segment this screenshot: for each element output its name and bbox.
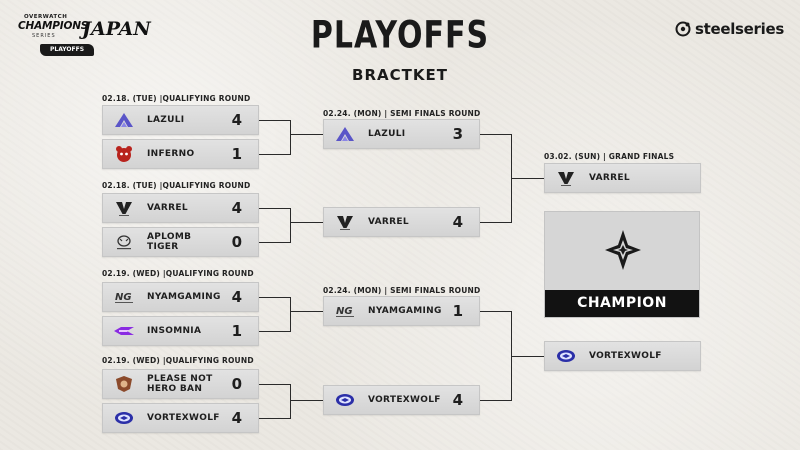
champion-star-icon	[605, 230, 641, 270]
qualifying-label-3: 02.19. (WED) |QUALIFYING ROUND	[102, 269, 254, 278]
team-card[interactable]: VARREL	[544, 163, 701, 193]
logo-playoffs-badge: PLAYOFFS	[40, 44, 94, 56]
team-score: 0	[231, 233, 242, 251]
team-card[interactable]: VORTEXWOLF 4	[323, 385, 480, 415]
team-score: 1	[231, 145, 242, 163]
sponsor-name: steelseries	[694, 20, 784, 38]
team-card[interactable]: INSOMNIA 1	[102, 316, 259, 346]
qualifying-label-1: 02.18. (TUE) |QUALIFYING ROUND	[102, 94, 251, 103]
varrel-logo-icon	[332, 212, 358, 232]
bracket-line	[480, 222, 512, 223]
bracket-line	[259, 120, 291, 121]
bracket-line	[290, 297, 291, 332]
bracket-line	[259, 208, 291, 209]
team-name: VORTEXWOLF	[368, 395, 441, 405]
team-name: VARREL	[589, 173, 630, 183]
bracket-line	[480, 311, 512, 312]
bracket-line	[290, 134, 323, 135]
team-name: VORTEXWOLF	[589, 351, 662, 361]
team-name: NYAMGAMING	[147, 292, 221, 302]
champion-panel: CHAMPION	[544, 211, 700, 318]
bracket-line	[290, 208, 291, 243]
bracket-line	[290, 222, 323, 223]
team-card[interactable]: NG NYAMGAMING 1	[323, 296, 480, 326]
lazuli-logo-icon	[332, 124, 358, 144]
team-name: LAZULI	[147, 115, 185, 125]
bracket-line	[290, 384, 291, 419]
bracket-line	[259, 384, 291, 385]
semis-label-1: 02.24. (MON) | SEMI FINALS ROUND	[323, 109, 481, 118]
team-score: 1	[231, 322, 242, 340]
vortexwolf-logo-icon	[553, 346, 579, 366]
team-name: VARREL	[147, 203, 188, 213]
bracket-line	[290, 120, 291, 155]
team-name: INFERNO	[147, 149, 195, 159]
varrel-logo-icon	[553, 168, 579, 188]
please-not-hero-ban-logo-icon	[111, 374, 137, 394]
nyamgaming-logo-icon: NG	[111, 287, 137, 307]
bracket-line	[511, 356, 544, 357]
team-card[interactable]: PLEASE NOT HERO BAN 0	[102, 369, 259, 399]
team-score: 4	[452, 213, 463, 231]
bracket-line	[290, 400, 323, 401]
champion-label: CHAMPION	[545, 290, 699, 317]
sponsor-logo: steelseries	[675, 20, 784, 38]
team-card[interactable]: VARREL 4	[323, 207, 480, 237]
logo-series-text: SERIES	[32, 33, 56, 39]
team-name: PLEASE NOT HERO BAN	[147, 374, 213, 394]
bracket-line	[259, 331, 291, 332]
team-score: 4	[231, 288, 242, 306]
team-card[interactable]: LAZULI 4	[102, 105, 259, 135]
team-score: 0	[231, 375, 242, 393]
svg-text:NG: NG	[336, 306, 353, 317]
aplomb-tiger-logo-icon	[111, 232, 137, 252]
bracket-line	[480, 400, 512, 401]
team-score: 4	[231, 111, 242, 129]
bracket-line	[290, 311, 323, 312]
bracket-line	[259, 297, 291, 298]
team-name: APLOMB TIGER	[147, 232, 192, 252]
semis-label-2: 02.24. (MON) | SEMI FINALS ROUND	[323, 286, 481, 295]
team-name: LAZULI	[368, 129, 406, 139]
team-name: VARREL	[368, 217, 409, 227]
bracket-line	[259, 242, 291, 243]
lazuli-logo-icon	[111, 110, 137, 130]
bracket-line	[480, 134, 512, 135]
team-score: 1	[452, 302, 463, 320]
team-card[interactable]: VARREL 4	[102, 193, 259, 223]
insomnia-logo-icon	[111, 321, 137, 341]
logo-champions-text: CHAMPIONS	[18, 20, 89, 32]
nyamgaming-logo-icon: NG	[332, 301, 358, 321]
team-card[interactable]: VORTEXWOLF 4	[102, 403, 259, 433]
qualifying-label-4: 02.19. (WED) |QUALIFYING ROUND	[102, 356, 254, 365]
page-title: PLAYOFFS	[310, 13, 490, 58]
page-subtitle: BRACTKET	[352, 66, 448, 84]
team-card[interactable]: VORTEXWOLF	[544, 341, 701, 371]
team-card[interactable]: INFERNO 1	[102, 139, 259, 169]
bracket-line	[511, 178, 544, 179]
team-card[interactable]: NG NYAMGAMING 4	[102, 282, 259, 312]
ocs-japan-logo: OVERWATCH CHAMPIONS SERIES JAPAN PLAYOFF…	[18, 14, 151, 62]
finals-label: 03.02. (SUN) | GRAND FINALS	[544, 152, 675, 161]
svg-text:NG: NG	[115, 292, 132, 303]
vortexwolf-logo-icon	[111, 408, 137, 428]
inferno-logo-icon	[111, 144, 137, 164]
team-card[interactable]: APLOMB TIGER 0	[102, 227, 259, 257]
team-score: 4	[231, 199, 242, 217]
team-name: INSOMNIA	[147, 326, 202, 336]
qualifying-label-2: 02.18. (TUE) |QUALIFYING ROUND	[102, 181, 251, 190]
logo-region-text: JAPAN	[82, 18, 151, 40]
bracket-line	[259, 418, 291, 419]
team-score: 4	[231, 409, 242, 427]
logo-overwatch-text: OVERWATCH	[24, 14, 68, 20]
team-score: 4	[452, 391, 463, 409]
vortexwolf-logo-icon	[332, 390, 358, 410]
team-name: NYAMGAMING	[368, 306, 442, 316]
team-name: VORTEXWOLF	[147, 413, 220, 423]
team-card[interactable]: LAZULI 3	[323, 119, 480, 149]
varrel-logo-icon	[111, 198, 137, 218]
steelseries-icon	[675, 21, 691, 37]
bracket-line	[259, 154, 291, 155]
team-score: 3	[452, 125, 463, 143]
